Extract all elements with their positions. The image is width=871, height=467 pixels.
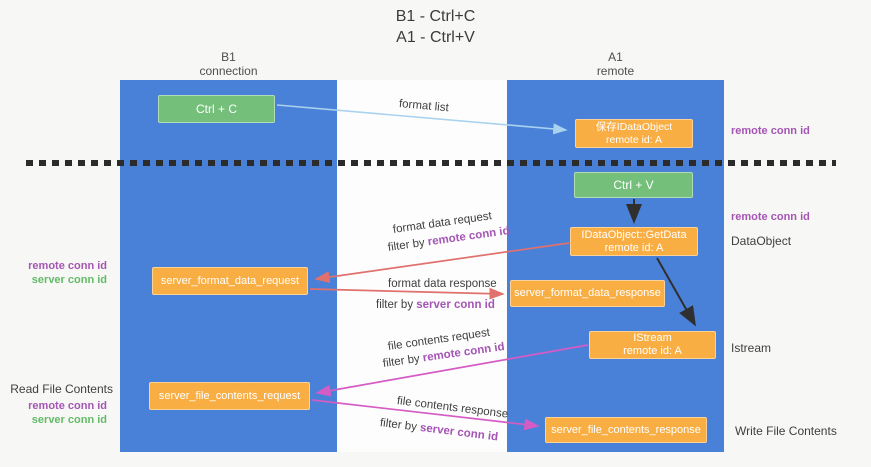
- diagram-title: B1 - Ctrl+C A1 - Ctrl+V: [0, 6, 871, 48]
- format-data-response-filter-label: filter by server conn id: [376, 298, 495, 312]
- node-save-dataobject: 保存IDataObject remote id: A: [575, 119, 693, 148]
- file-request-label: server_file_contents_request: [158, 389, 301, 402]
- left-server-conn-id-1: server conn id: [31, 274, 107, 286]
- left-conn-id-group-2: remote conn id server conn id: [0, 399, 107, 427]
- getdata-line1: IDataObject::GetData: [581, 228, 687, 241]
- node-ctrl-v: Ctrl + V: [574, 172, 693, 198]
- istream-side-label: Istream: [731, 341, 772, 355]
- server-conn-id-key-1: server conn id: [416, 299, 495, 311]
- node-server-format-data-response: server_format_data_response: [510, 280, 665, 307]
- title-line-2: A1 - Ctrl+V: [396, 29, 475, 46]
- read-file-contents-label: Read File Contents: [10, 382, 113, 396]
- filter-by-text-2: filter by: [376, 299, 417, 311]
- node-server-file-contents-request: server_file_contents_request: [149, 382, 310, 410]
- node-server-file-contents-response: server_file_contents_response: [545, 417, 707, 443]
- title-line-1: B1 - Ctrl+C: [395, 8, 476, 25]
- format-response-label: server_format_data_response: [514, 287, 661, 299]
- write-file-contents-label: Write File Contents: [735, 424, 837, 438]
- dataobject-label: DataObject: [731, 234, 792, 248]
- node-idataobject-getdata: IDataObject::GetData remote id: A: [570, 227, 698, 256]
- left-remote-conn-id-1: remote conn id: [28, 260, 107, 272]
- phase-separator-dashed-line: [26, 160, 836, 166]
- left-conn-id-group-1: remote conn id server conn id: [0, 259, 107, 287]
- ctrl-c-label: Ctrl + C: [195, 101, 237, 116]
- save-dataobject-line1: 保存IDataObject: [595, 120, 673, 133]
- lane-header-a1: A1 remote: [507, 50, 724, 78]
- format-request-label: server_format_data_request: [160, 274, 300, 287]
- lane-a1-subtitle: remote: [596, 64, 635, 78]
- lane-b1-name: B1: [221, 50, 236, 64]
- right-remote-conn-id-2: remote conn id: [731, 211, 810, 223]
- left-server-conn-id-2: server conn id: [31, 414, 107, 426]
- istream-line2: remote id: A: [623, 345, 682, 357]
- save-dataobject-line2: remote id: A: [605, 133, 663, 146]
- lane-b1-subtitle: connection: [199, 64, 258, 78]
- ctrl-v-label: Ctrl + V: [613, 177, 654, 192]
- node-server-format-data-request: server_format_data_request: [152, 267, 308, 295]
- lane-header-b1: B1 connection: [120, 50, 337, 78]
- node-istream: IStream remote id: A: [589, 331, 716, 359]
- getdata-line2: remote id: A: [604, 241, 664, 254]
- lane-a1-name: A1: [608, 50, 623, 64]
- istream-line1: IStream: [633, 332, 672, 344]
- left-remote-conn-id-2: remote conn id: [28, 400, 107, 412]
- right-remote-conn-id-1: remote conn id: [731, 125, 810, 137]
- file-response-label: server_file_contents_response: [551, 423, 701, 436]
- node-ctrl-c: Ctrl + C: [158, 95, 275, 123]
- format-data-response-label: format data response: [388, 278, 497, 290]
